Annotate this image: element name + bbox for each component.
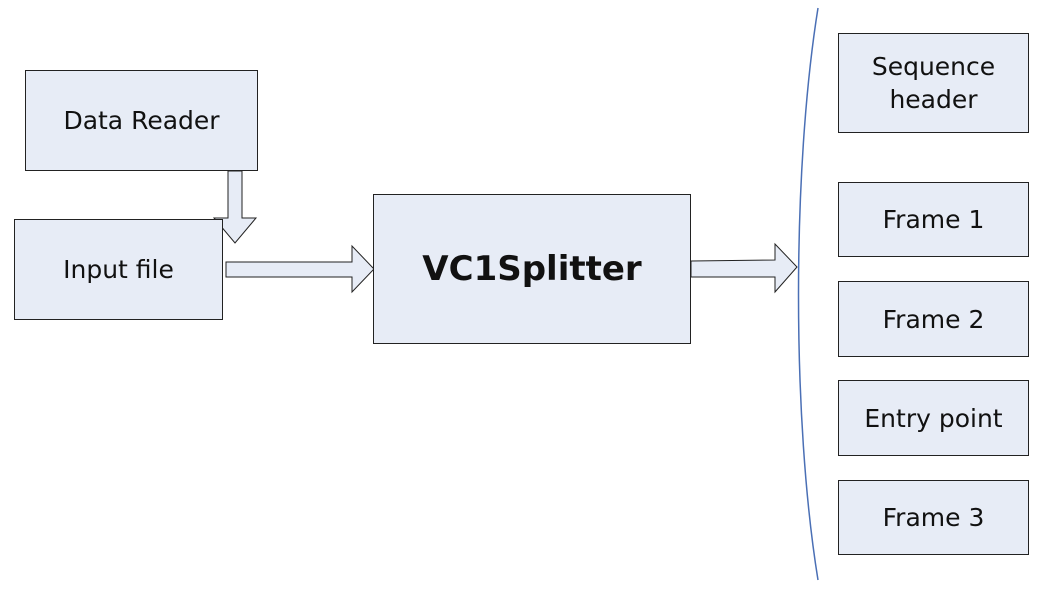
- vc1-splitter-box: VC1Splitter: [373, 194, 691, 344]
- arrow-input-file-to-splitter: [225, 244, 375, 294]
- arrow-splitter-to-outputs: [690, 242, 798, 294]
- sequence-header-label: Sequence header: [871, 52, 996, 114]
- frame-2-box: Frame 2: [838, 281, 1029, 357]
- input-file-label: Input file: [63, 255, 174, 284]
- frame-1-label: Frame 1: [882, 205, 985, 234]
- entry-point-label: Entry point: [864, 403, 1003, 433]
- data-reader-label: Data Reader: [63, 106, 220, 135]
- data-reader-box: Data Reader: [25, 70, 258, 171]
- frame-3-label: Frame 3: [882, 503, 985, 532]
- entry-point-box: Entry point: [838, 380, 1029, 456]
- output-stream-bracket-line: [797, 7, 819, 581]
- sequence-header-box: Sequence header: [838, 33, 1029, 133]
- input-file-box: Input file: [14, 219, 223, 320]
- frame-1-box: Frame 1: [838, 182, 1029, 257]
- arrow-data-reader-to-input-file: [212, 170, 258, 244]
- frame-2-label: Frame 2: [882, 304, 985, 334]
- vc1-splitter-label: VC1Splitter: [422, 248, 642, 289]
- frame-3-box: Frame 3: [838, 480, 1029, 555]
